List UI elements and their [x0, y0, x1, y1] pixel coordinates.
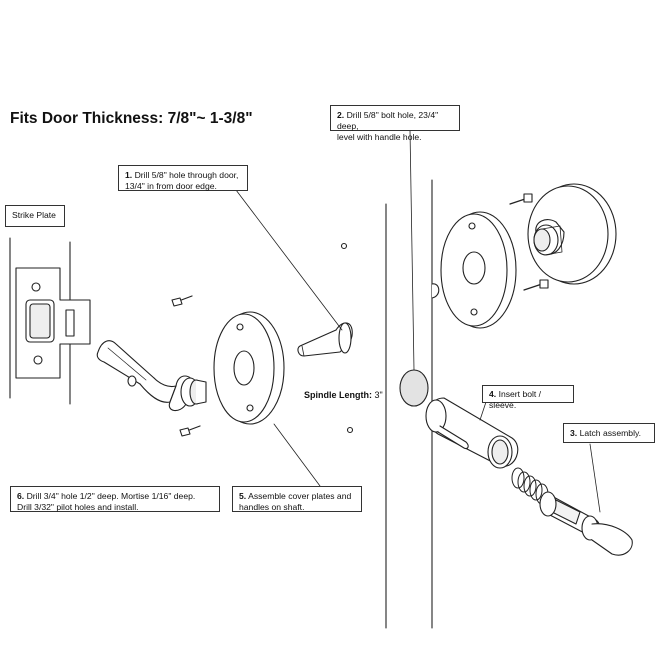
- bolt-sleeve: [425, 397, 519, 469]
- step-6-line2: Drill 3/32" pilot holes and install.: [17, 502, 139, 512]
- cover-plate-left: [213, 311, 285, 425]
- spindle-length-value: 3": [374, 390, 383, 400]
- step-1-line2: 13/4" in from door edge.: [125, 181, 217, 191]
- screw-upper-right: [509, 193, 533, 205]
- step-6-line1: Drill 3/4" hole 1/2" deep. Mortise 1/16"…: [26, 491, 196, 501]
- step-5-callout: 5. Assemble cover plates and handles on …: [232, 486, 362, 512]
- step-2-line1: Drill 5/8" bolt hole, 23/4" deep,: [337, 110, 439, 131]
- step-4-number: 4.: [489, 389, 497, 399]
- pilot-hole-top: [340, 242, 348, 250]
- step-3-line1: Latch assembly.: [579, 428, 642, 438]
- step-5-line2: handles on shaft.: [239, 502, 305, 512]
- cover-plate-right: [440, 211, 517, 329]
- page-title: Fits Door Thickness: 7/8"~ 1-3/8": [10, 110, 253, 127]
- screw-lower-left: [179, 425, 201, 437]
- strike-plate-label: Strike Plate: [5, 205, 65, 227]
- leader-lines: [235, 129, 601, 513]
- step-2-line2: level with handle hole.: [337, 132, 422, 142]
- step-1-line1: Drill 5/8" hole through door,: [134, 170, 239, 180]
- step-1-number: 1.: [125, 170, 133, 180]
- strike-plate: [15, 267, 91, 379]
- spindle-length-key: Spindle Length:: [304, 390, 372, 400]
- knob-rosette: [527, 183, 617, 285]
- pilot-hole-bottom: [346, 426, 354, 434]
- step-1-callout: 1. Drill 5/8" hole through door, 13/4" i…: [118, 165, 248, 191]
- strike-plate-text: Strike Plate: [12, 210, 56, 220]
- step-3-callout: 3. Latch assembly.: [563, 423, 655, 443]
- step-3-number: 3.: [570, 428, 578, 438]
- step-5-number: 5.: [239, 491, 247, 501]
- bolt-hole: [399, 369, 429, 407]
- step-5-line1: Assemble cover plates and: [248, 491, 352, 501]
- screw-upper-left: [171, 295, 193, 307]
- step-6-number: 6.: [17, 491, 25, 501]
- step-2-number: 2.: [337, 110, 345, 120]
- step-4-line1: Insert bolt / sleeve.: [489, 389, 542, 410]
- lever-handle: [96, 340, 207, 412]
- spindle-length-label: Spindle Length: 3": [304, 390, 383, 400]
- step-4-callout: 4. Insert bolt / sleeve.: [482, 385, 574, 410]
- screw-lower-right: [523, 279, 549, 291]
- latch-assembly: [539, 491, 633, 556]
- step-6-callout: 6. Drill 3/4" hole 1/2" deep. Mortise 1/…: [10, 486, 220, 512]
- spindle: [297, 322, 353, 357]
- step-2-callout: 2. Drill 5/8" bolt hole, 23/4" deep, lev…: [330, 105, 460, 142]
